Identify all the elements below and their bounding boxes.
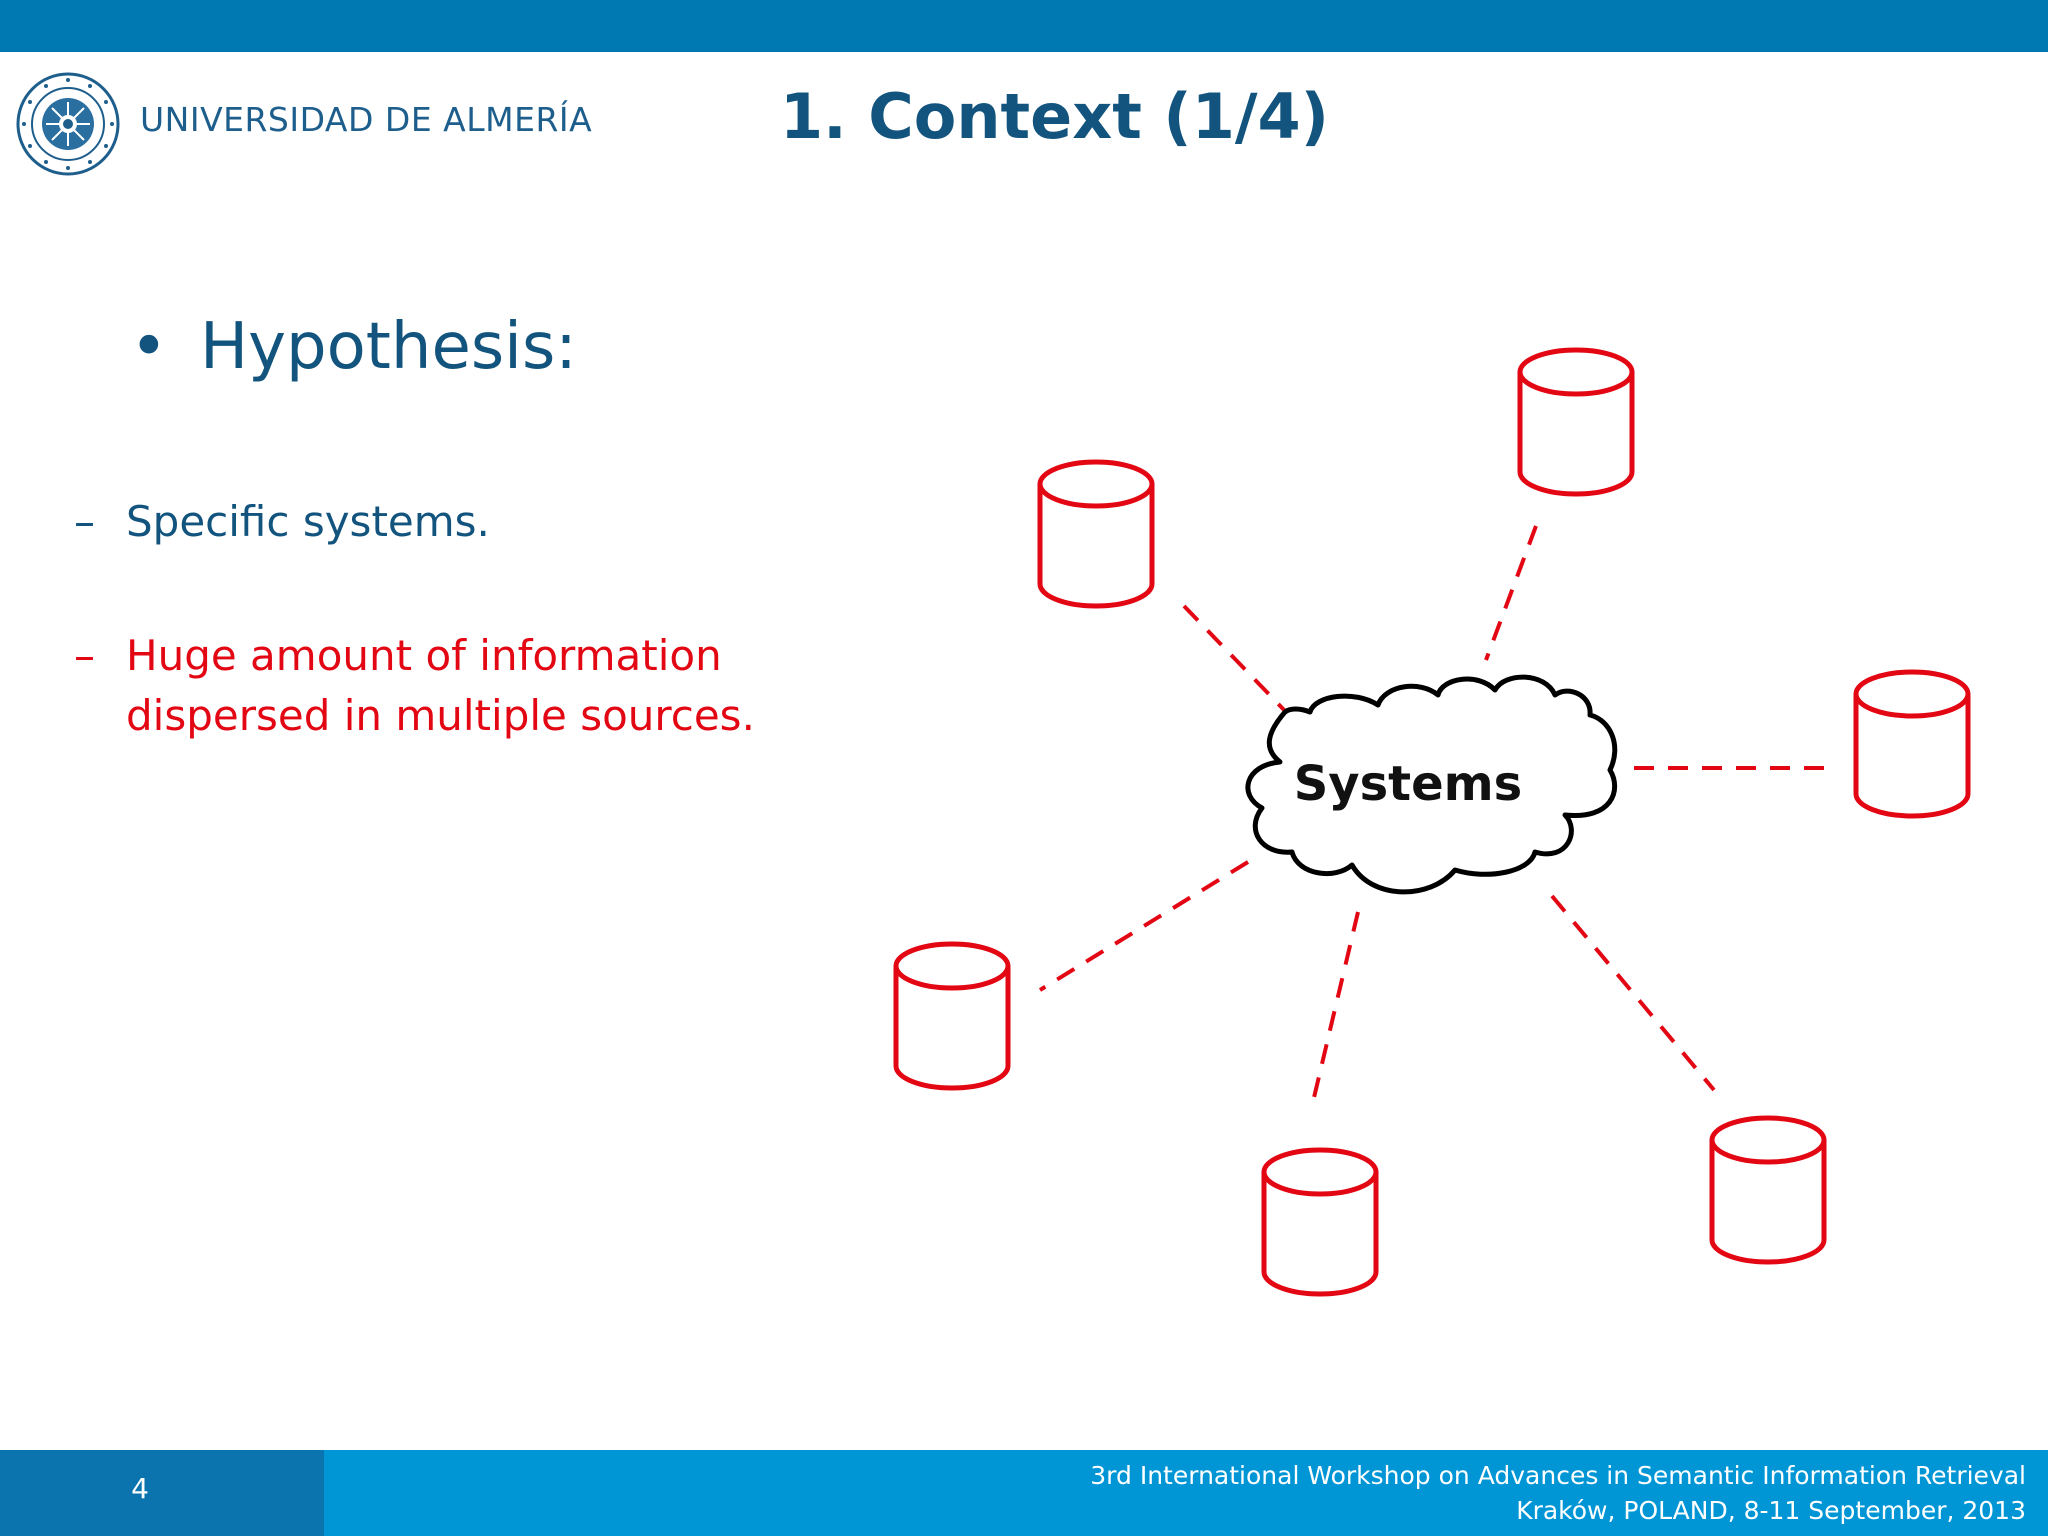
slide-title: 1. Context (1/4) — [780, 80, 1330, 153]
dash-marker: – — [74, 631, 95, 680]
list-item-text-line2: dispersed in multiple sources. — [126, 691, 755, 740]
systems-label: Systems — [1294, 756, 1523, 812]
university-name: UNIVERSIDAD DE ALMERÍA — [140, 100, 593, 139]
connector-line — [1038, 860, 1250, 992]
list-item-specific-systems: – Specific systems. — [74, 492, 490, 552]
page-number: 4 — [131, 1472, 149, 1505]
database-cylinder-icon — [1709, 1115, 1827, 1265]
hypothesis-bullet: • Hypothesis: — [130, 310, 577, 384]
university-seal-logo — [16, 72, 120, 176]
database-cylinder-icon — [893, 941, 1011, 1091]
list-item-text-line1: Huge amount of information — [126, 631, 722, 680]
page-number-box: 4 — [0, 1450, 324, 1536]
connector-line — [1550, 894, 1716, 1092]
database-cylinder-icon — [1261, 1147, 1379, 1297]
dash-marker: – — [74, 497, 95, 546]
connector-line — [1310, 911, 1360, 1107]
connector-line — [1182, 604, 1288, 714]
connector-line — [1484, 525, 1538, 661]
systems-cloud — [1245, 674, 1618, 895]
list-item-huge-amount: – Huge amount of information dispersed i… — [74, 626, 755, 746]
hypothesis-label: Hypothesis: — [200, 310, 577, 384]
database-cylinder-icon — [1037, 459, 1155, 609]
conference-location-date: Kraków, POLAND, 8-11 September, 2013 — [1516, 1496, 2026, 1525]
conference-name: 3rd International Workshop on Advances i… — [1090, 1461, 2026, 1490]
conference-info: 3rd International Workshop on Advances i… — [1090, 1458, 2026, 1528]
list-item-text: Specific systems. — [126, 497, 490, 546]
bullet-marker: • — [130, 310, 168, 384]
footer: 4 3rd International Workshop on Advances… — [0, 1450, 2048, 1536]
database-cylinder-icon — [1853, 669, 1971, 819]
database-cylinder-icon — [1517, 347, 1635, 497]
top-bar — [0, 0, 2048, 52]
